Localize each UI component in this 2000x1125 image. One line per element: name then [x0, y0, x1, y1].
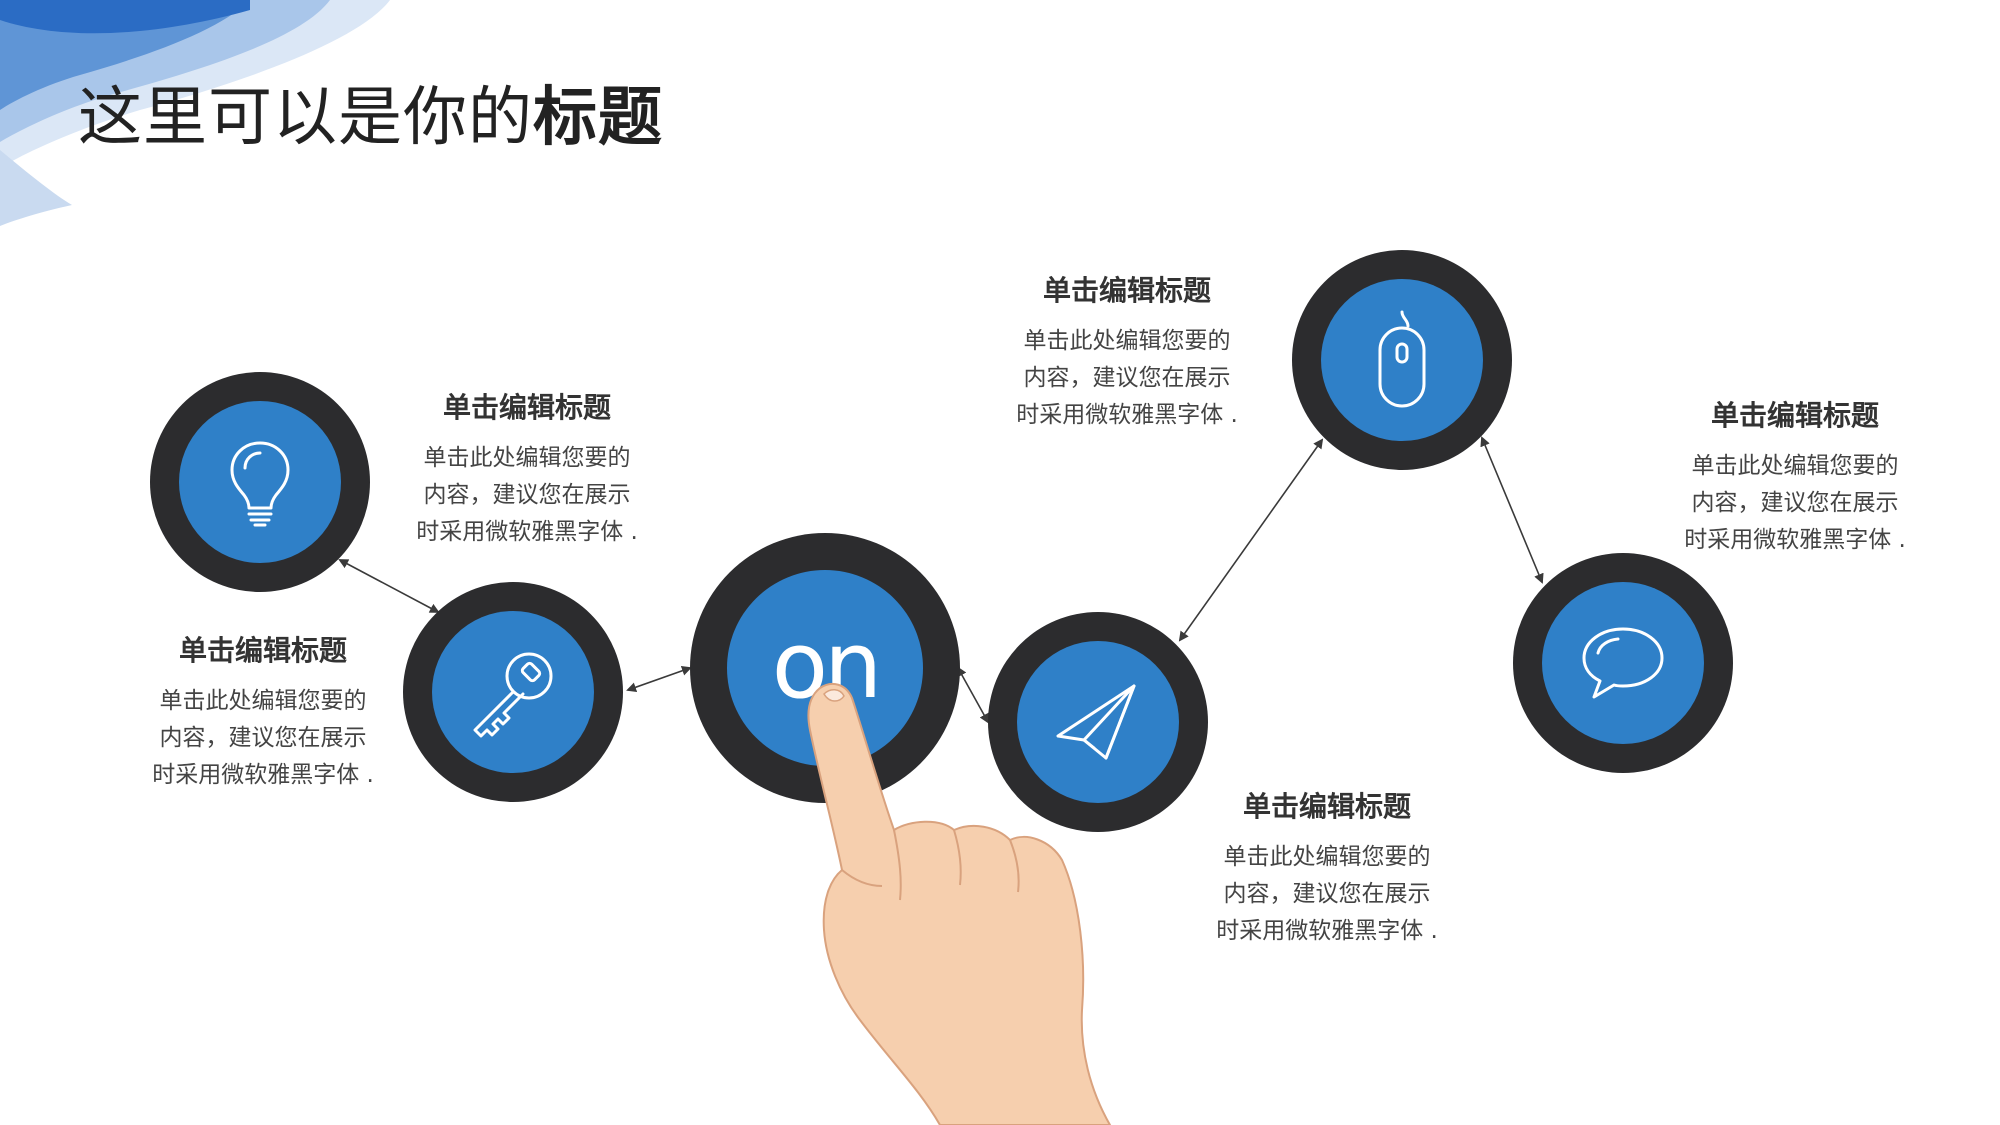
textblock-body[interactable]: 单击此处编辑您要的 内容，建议您在展示 时采用微软雅黑字体 . [1684, 453, 1906, 553]
textblock-title[interactable]: 单击编辑标题 [1242, 790, 1411, 823]
textblock-mouse: 单击编辑标题 单击此处编辑您要的 内容，建议您在展示 时采用微软雅黑字体 . [997, 269, 1257, 434]
textblock-body[interactable]: 单击此处编辑您要的 内容，建议您在展示 时采用微软雅黑字体 . [1016, 328, 1238, 428]
textblock-title[interactable]: 单击编辑标题 [1710, 399, 1879, 432]
mouse-icon [1378, 310, 1426, 408]
textblock-title[interactable]: 单击编辑标题 [178, 634, 347, 667]
slide-title-regular: 这里可以是你的 [78, 81, 533, 155]
slide-title-bold: 标题 [533, 81, 663, 155]
node-paper-plane-inner [1017, 641, 1179, 803]
slide-title: 这里可以是你的标题 [78, 66, 663, 158]
paper-plane-icon [1056, 684, 1136, 760]
textblock-paper-plane: 单击编辑标题 单击此处编辑您要的 内容，建议您在展示 时采用微软雅黑字体 . [1197, 785, 1457, 950]
node-paper-plane[interactable] [988, 612, 1208, 832]
node-lightbulb[interactable] [150, 372, 370, 592]
arrow-center-plane [957, 666, 989, 724]
textblock-body[interactable]: 单击此处编辑您要的 内容，建议您在展示 时采用微软雅黑字体 . [416, 445, 638, 545]
node-speech-bubble-inner [1542, 582, 1704, 744]
blue-wave-decoration [0, 0, 390, 226]
textblock-speech-bubble: 单击编辑标题 单击此处编辑您要的 内容，建议您在展示 时采用微软雅黑字体 . [1665, 394, 1925, 559]
key-icon [473, 652, 553, 738]
textblock-title[interactable]: 单击编辑标题 [442, 391, 611, 424]
node-key-inner [432, 611, 594, 773]
finger-pointing-hand-image [807, 682, 1112, 1125]
textblock-lightbulb: 单击编辑标题 单击此处编辑您要的 内容，建议您在展示 时采用微软雅黑字体 . [397, 386, 657, 551]
textblock-title[interactable]: 单击编辑标题 [1042, 274, 1211, 307]
arrow-mouse-chat [1480, 436, 1544, 584]
node-key[interactable] [403, 582, 623, 802]
textblock-body[interactable]: 单击此处编辑您要的 内容，建议您在展示 时采用微软雅黑字体 . [1216, 844, 1438, 944]
node-lightbulb-inner [179, 401, 341, 563]
speech-bubble-icon [1582, 627, 1664, 699]
textblock-key: 单击编辑标题 单击此处编辑您要的 内容，建议您在展示 时采用微软雅黑字体 . [133, 629, 393, 794]
textblock-body[interactable]: 单击此处编辑您要的 内容，建议您在展示 时采用微软雅黑字体 . [152, 688, 374, 788]
arrow-plane-mouse [1178, 438, 1324, 642]
node-speech-bubble[interactable] [1513, 553, 1733, 773]
lightbulb-icon [230, 441, 290, 527]
node-mouse-inner [1321, 279, 1483, 441]
node-mouse[interactable] [1292, 250, 1512, 470]
arrow-bulb-key [338, 559, 440, 613]
arrow-key-center [626, 665, 692, 693]
